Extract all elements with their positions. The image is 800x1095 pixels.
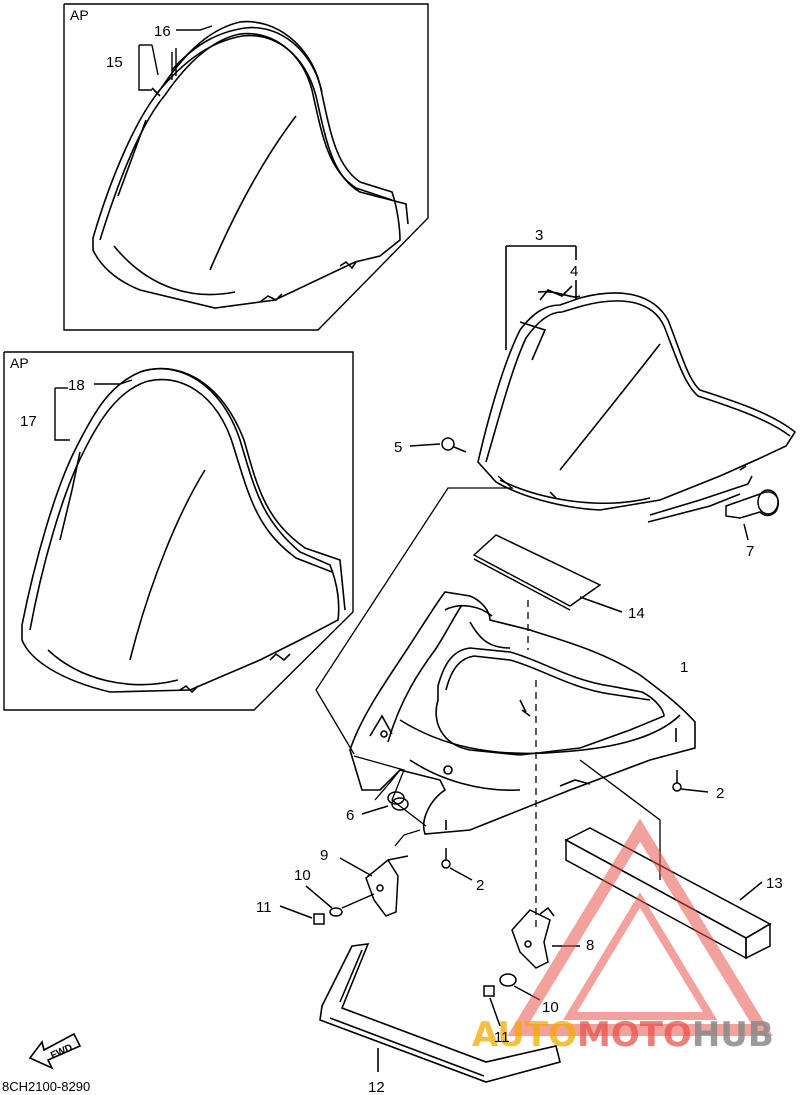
callout-10-right: 10 [542,999,559,1016]
callout-2-left: 2 [476,877,484,894]
callout-14: 14 [628,605,645,622]
leader-18 [94,379,133,385]
ap-frame-top [63,3,429,331]
callout-4: 4 [570,263,578,280]
svg-text:AUTOMOTOHUB: AUTOMOTOHUB [472,1015,774,1055]
part-9-bracket [339,855,409,917]
leader-16 [176,25,213,31]
leader-17 [54,395,70,441]
part-7-clip [725,489,780,541]
callout-8: 8 [586,937,594,954]
callout-17: 17 [20,413,37,430]
callout-15: 15 [106,54,123,71]
callout-13: 13 [766,875,783,892]
callout-11-left: 11 [256,899,272,916]
ap-label-top: AP [70,7,89,23]
callout-3: 3 [535,227,543,244]
windshield-bottom [21,367,346,694]
part-2-screws [441,770,709,881]
cowl-assembly [349,591,696,835]
watermark-triangle-icon [507,818,773,1036]
windshield-top [92,20,409,309]
ap-label-bottom: AP [10,355,29,371]
part-14-pad [472,534,623,613]
part-6-grommet [361,791,409,815]
ap-frame-bottom [3,351,354,711]
part-12-guard [319,943,561,1083]
callout-10-left: 10 [294,867,311,884]
callout-7: 7 [746,543,754,560]
callout-16: 16 [154,23,171,40]
watermark-logo: AUTOMOTOHUB [472,818,774,1055]
callout-6: 6 [346,807,354,824]
callout-5: 5 [394,439,402,456]
fwd-arrow-icon: FWD [28,1032,82,1070]
part-5-screw [409,437,467,453]
callout-1: 1 [680,659,688,676]
watermark-hub: HUB [692,1015,774,1055]
part-10-11-left [279,885,375,925]
callout-11-right: 11 [494,1029,510,1046]
watermark-moto: MOTO [577,1015,692,1055]
callout-18: 18 [68,377,85,394]
callout-12: 12 [368,1079,385,1095]
guide-lines [315,475,661,930]
windshield-main [477,245,797,523]
leader-15 [138,60,152,91]
diagram-code: 8CH2100-8290 [2,1079,90,1094]
callout-9: 9 [320,847,328,864]
watermark-auto: AUTO [472,1015,577,1055]
callout-2-right: 2 [716,785,724,802]
